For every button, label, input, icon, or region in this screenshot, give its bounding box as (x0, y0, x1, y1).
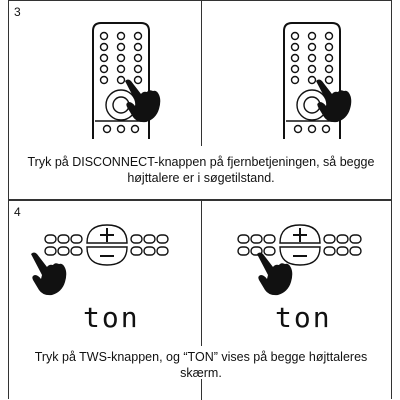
step-3-caption: Tryk på DISCONNECT-knappen på fjernbetje… (27, 155, 375, 185)
step-number: 3 (14, 5, 21, 19)
pointing-hand-icon (257, 252, 293, 296)
panel-divider (201, 201, 202, 346)
instruction-sheet: 3 (8, 0, 392, 400)
panel-divider (201, 1, 202, 146)
step-number: 4 (14, 205, 21, 219)
pointing-hand-icon (125, 79, 161, 123)
speaker-panel-icon (44, 224, 169, 266)
speaker-display: ton (83, 301, 140, 334)
panel-divider (201, 379, 202, 400)
speaker-panel-icon (237, 224, 362, 266)
step-4-caption: Tryk på TWS-knappen, og “TON” vises på b… (34, 350, 368, 380)
speaker-display: ton (275, 301, 332, 334)
pointing-hand-icon (31, 252, 67, 296)
pointing-hand-icon (316, 79, 352, 123)
step-4-panel: 4 ton (8, 200, 392, 400)
step-3-panel: 3 (8, 0, 392, 200)
